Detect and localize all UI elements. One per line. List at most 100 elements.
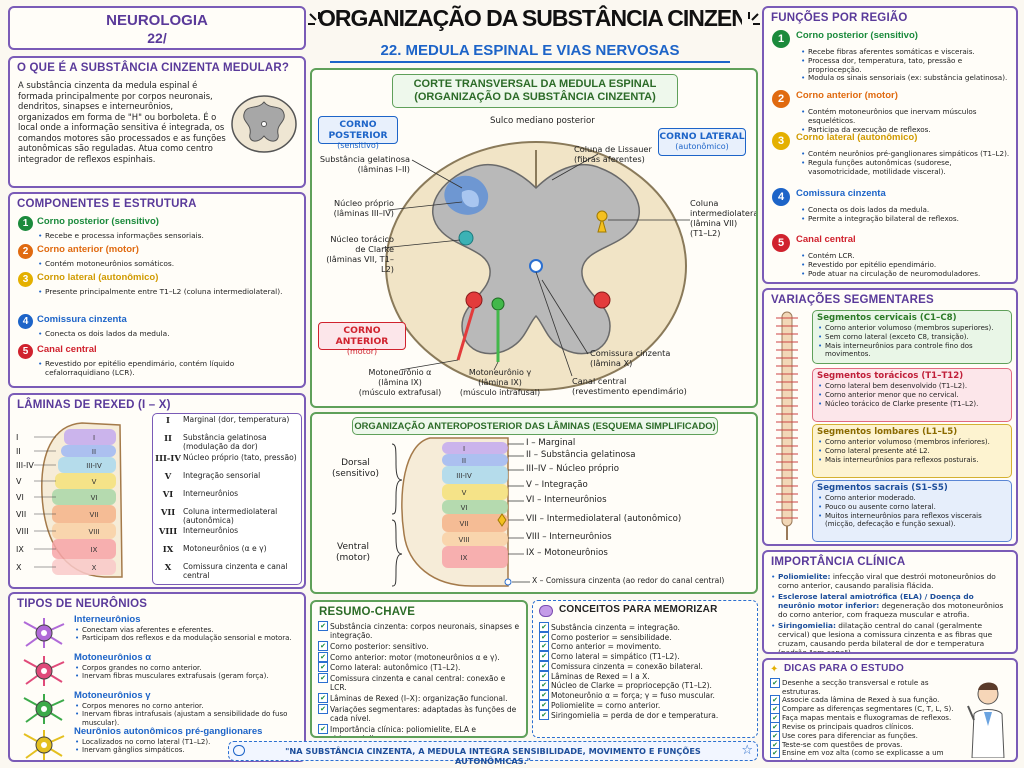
component-name: Corno posterior (sensitivo): [37, 216, 159, 227]
gamma-sub-2: (músculo intrafusal): [459, 387, 541, 397]
gelatinous-label: Substância gelatinosa(lâminas I–II): [316, 154, 410, 174]
quote-bar: "NA SUBSTÂNCIA CINZENTA, A MEDULA INTEGR…: [228, 741, 758, 766]
lamina-band-label: I: [93, 434, 95, 442]
alpha-motor-label: Motoneurônio α(lâmina IX)(músculo extraf…: [352, 368, 448, 397]
neuron-name: Interneurônios: [74, 614, 141, 625]
segment-line: Muitos interneurônios para reflexos visc…: [817, 512, 1007, 529]
nucleus-proprius-label: Núcleo próprio(lâminas III–IV): [316, 198, 394, 218]
clinical-panel: IMPORTÂNCIA CLÍNICA Poliomielite: infecç…: [762, 550, 1018, 654]
anterior-horn-tag: CORNO ANTERIOR (motor): [318, 322, 406, 356]
lightbulb-icon: ✦: [770, 664, 779, 675]
segments-title: VARIAÇÕES SEGMENTARES: [771, 294, 934, 306]
clinical-text: dilatação central do canal (geralmente c…: [778, 621, 993, 654]
neuron-item: Neurônios autonômicos pré-ganglionaresLo…: [74, 726, 298, 755]
neuron-item: InterneurôniosConectam vias aferentes e …: [74, 614, 298, 643]
antero-label: I – Marginal: [526, 438, 576, 448]
component-name: Corno lateral (autonômico): [37, 272, 159, 283]
function-line: Conecta os dois lados da medula.: [800, 205, 1010, 215]
alpha-sub: (lâmina IX): [378, 377, 422, 387]
lamina-number: VI: [162, 488, 174, 499]
lamina-band-label: III-IV: [86, 462, 102, 470]
summary-item: Variações segmentares: adaptadas às funç…: [318, 703, 522, 723]
antero-title: ORGANIZAÇÃO ANTEROPOSTERIOR DAS LÂMINAS …: [354, 420, 716, 431]
posterior-horn-tag: CORNO POSTERIOR (sensitivo): [318, 116, 398, 150]
antero-label: VIII – Interneurônios: [526, 532, 612, 542]
lamina-number: III-IV: [155, 452, 181, 463]
antero-label: III–IV – Núcleo próprio: [526, 464, 620, 474]
segment-line: Corno lateral presente até L2.: [817, 447, 1007, 456]
canal-sub: (revestimento ependimário): [572, 386, 687, 396]
lamina-row: II Substância gelatinosa (modulação da do…: [153, 432, 301, 452]
lamina-band-label: V: [92, 478, 97, 486]
tip-item: Desenhe a secção transversal e rotule as…: [770, 677, 966, 696]
lamina-function: Núcleo próprio (tato, pressão): [183, 452, 297, 462]
lamina-number: I: [166, 415, 170, 425]
number-badge: 2: [772, 90, 790, 108]
dorsal-name: Dorsal: [341, 458, 370, 468]
component-name: Canal central: [37, 344, 97, 355]
segment-card: Segmentos torácicos (T1–T12)Corno latera…: [812, 368, 1012, 422]
chapter-label: 22/: [147, 30, 167, 47]
lamina-number: II: [164, 433, 172, 443]
segment-line: Corno anterior menor que no cervical.: [817, 391, 1007, 400]
segment-line: Núcleo torácico de Clarke presente (T1–L…: [817, 400, 1007, 409]
component-line: Revestido por epitélio ependimário, cont…: [37, 359, 298, 377]
memorize-panel: CONCEITOS PARA MEMORIZAR Substância cinz…: [532, 600, 758, 738]
neuron-icon: [23, 656, 65, 686]
neuron-icon: [23, 694, 65, 724]
function-name: Corno posterior (sensitivo): [796, 30, 918, 41]
segment-line: Mais interneurônios para controle fino d…: [817, 342, 1007, 359]
lamina-band-label: VI: [91, 494, 98, 502]
commissure-label: Comissura cinzenta(lâmina X): [590, 348, 670, 368]
neuron-name: Motoneurônios α: [74, 652, 152, 663]
lateral-horn-tag: CORNO LATERAL (autonômico): [658, 128, 746, 156]
neuron-icon: [23, 618, 65, 648]
tip-item: Ensine em voz alta (como se explicasse a…: [770, 748, 966, 760]
lamina-side-label: VII: [16, 510, 26, 519]
subject-label: NEUROLOGIA: [106, 12, 208, 29]
lamina-band-label: VIII: [89, 528, 100, 536]
segments-panel: VARIAÇÕES SEGMENTARES Segmentos cervicai…: [762, 288, 1018, 546]
memorize-item: Corno lateral = simpático (T1–L2).: [539, 651, 753, 662]
clinical-item: Esclerose lateral amiotrófica (ELA) / Do…: [770, 592, 1012, 619]
segment-line: Corno anterior moderado.: [817, 494, 1007, 503]
function-line: Contém neurônios pré-ganglionares simpát…: [800, 149, 1010, 159]
summary-title: RESUMO-CHAVE: [319, 606, 416, 618]
lamina-side-label: III-IV: [16, 461, 34, 470]
antero-label: X – Comissura cinzenta (ao redor do cana…: [532, 576, 725, 585]
tips-title: DICAS PARA O ESTUDO: [784, 663, 904, 674]
segment-card: Segmentos lombares (L1–L5)Corno anterior…: [812, 424, 1012, 478]
antero-band-label: III-IV: [456, 472, 472, 480]
function-line: Revestido por epitélio ependimário.: [800, 260, 1010, 270]
segment-card: Segmentos sacrais (S1–S5)Corno anterior …: [812, 480, 1012, 542]
lissauer-sub: (fibras aferentes): [574, 154, 645, 164]
number-badge: 1: [772, 30, 790, 48]
lamina-band-label: IX: [91, 546, 98, 554]
lamina-function: Integração sensorial: [183, 470, 261, 480]
clarke-sub: (lâminas VII, T1–L2): [326, 254, 394, 274]
clinical-text: degeneração dos motoneurônios do corno a…: [778, 601, 1004, 620]
ventral-label: Ventral(motor): [336, 542, 370, 564]
summary-item: Corno anterior: motor (motoneurônios α e…: [318, 651, 522, 662]
function-line: Pode atuar na circulação de neuromodulad…: [800, 269, 1010, 279]
iml-sub-2: (T1–L2): [690, 228, 721, 238]
lamina-band-label: II: [92, 448, 96, 456]
segment-line: Sem corno lateral (exceto C8, transição)…: [817, 333, 1007, 342]
page-title: ORGANIZAÇÃO DA SUBSTÂNCIA CINZENTA MEDUL…: [318, 5, 742, 31]
tips-panel: ✦ DICAS PARA O ESTUDO Desenhe a secção t…: [762, 658, 1018, 762]
lamina-side-label: IX: [16, 545, 24, 554]
lamina-band-label: X: [92, 564, 97, 572]
spinal-cord-cross-section: [381, 141, 690, 391]
lamina-function: Substância gelatinosa (modulação da dor): [183, 433, 267, 452]
lamina-number: X: [164, 562, 172, 572]
posterior-horn-sub: (sensitivo): [337, 141, 379, 151]
iml-name: Coluna: [690, 198, 719, 208]
